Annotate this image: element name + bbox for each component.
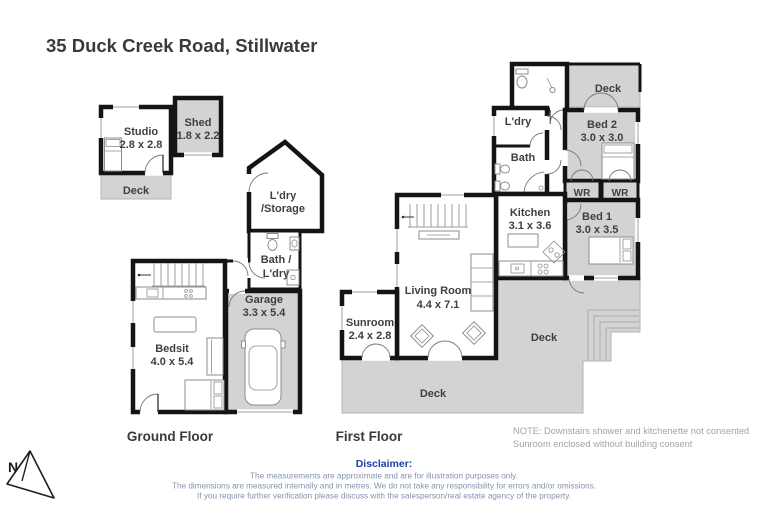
ground-deck-label: Deck — [123, 185, 150, 197]
first-floor-plan: Deck L'dry Bath Bed 2 3.0 x 3.0 WR WR Be… — [336, 61, 642, 444]
bath-ldry-label-1: Bath / — [261, 254, 292, 266]
toilet-icon — [266, 233, 279, 251]
shower-icon — [546, 77, 556, 94]
bedsit-label: Bedsit — [155, 343, 189, 355]
north-label: N — [8, 459, 18, 475]
room-ldry-bath — [491, 105, 550, 197]
sofa-icon — [206, 337, 224, 376]
bed2-dims: 3.0 x 3.0 — [581, 132, 624, 144]
page-title: 35 Duck Creek Road, Stillwater — [46, 35, 317, 56]
sunroom-label: Sunroom — [346, 317, 394, 329]
bed-icon — [588, 236, 634, 265]
kitchenette-icon — [135, 286, 207, 300]
note-line-2: Sunroom enclosed without building consen… — [513, 439, 693, 449]
ldry-storage-label-2: /Storage — [261, 203, 305, 215]
bed1-dims: 3.0 x 3.5 — [576, 224, 619, 236]
living-dims: 4.4 x 7.1 — [417, 299, 460, 311]
toilet-icon — [515, 68, 529, 89]
disclaimer-line-1: The measurements are approximate and are… — [250, 472, 518, 481]
studio-dims: 2.8 x 2.8 — [120, 139, 163, 151]
living-label: Living Room — [405, 285, 472, 297]
bed1-label: Bed 1 — [582, 211, 612, 223]
car-icon — [241, 328, 286, 406]
kitchen-dims: 3.1 x 3.6 — [509, 220, 552, 232]
ground-floor-plan: Studio 2.8 x 2.8 Shed 1.8 x 2.2 Deck L'd… — [98, 95, 325, 444]
shed-label: Shed — [185, 117, 212, 129]
wr1-label: WR — [574, 188, 591, 199]
sideboard-icon — [418, 230, 460, 240]
wr2-label: WR — [612, 188, 629, 199]
door-arc — [549, 107, 565, 125]
shed-dims: 1.8 x 2.2 — [177, 130, 220, 142]
shower-icon — [286, 269, 300, 286]
kitchen-island-icon — [507, 233, 539, 248]
disclaimer-line-2: The dimensions are measured internally a… — [172, 482, 596, 491]
shelf-icon — [470, 253, 494, 312]
sink-icon — [494, 180, 510, 192]
kitchen-counter-icon — [498, 260, 564, 277]
studio-label: Studio — [124, 126, 158, 138]
bath-ldry-label-2: L'dry — [263, 268, 290, 280]
ldry-label: L'dry — [505, 116, 532, 128]
door-arc — [529, 132, 544, 147]
corner-stove-icon — [542, 240, 566, 264]
door-arc — [144, 154, 164, 176]
armchair-icon — [409, 323, 435, 349]
disclaimer-line-3: If you require further verification plea… — [197, 492, 571, 501]
double-door-arc — [570, 169, 632, 182]
double-door-arc — [583, 92, 619, 113]
garage-label: Garage — [245, 294, 283, 306]
door-arc — [246, 261, 266, 279]
double-door-arc — [361, 343, 391, 361]
shower-icon — [523, 171, 548, 195]
first-floor-label: First Floor — [336, 429, 403, 444]
bed-icon — [601, 142, 635, 180]
door-arc — [232, 258, 249, 277]
ground-deck-area — [100, 172, 172, 200]
disclaimer-block: Disclaimer: The measurements are approxi… — [172, 458, 596, 501]
stairs — [137, 263, 205, 287]
bed-icon — [104, 137, 122, 172]
bed-icon — [184, 379, 225, 411]
sink-icon — [289, 236, 300, 251]
deck-side-label: Deck — [531, 332, 558, 344]
door-arc — [568, 275, 585, 294]
double-door-arc — [427, 340, 463, 361]
note-block: NOTE: Downstairs shower and kitchenette … — [513, 426, 749, 449]
note-line-1: NOTE: Downstairs shower and kitchenette … — [513, 426, 749, 436]
ground-floor-label: Ground Floor — [127, 429, 214, 444]
garage-dims: 3.3 x 5.4 — [243, 307, 287, 319]
door-arc — [544, 115, 562, 131]
north-arrow-icon — [6, 450, 55, 499]
sunroom-dims: 2.4 x 2.8 — [349, 330, 392, 342]
deck-front-label: Deck — [420, 388, 447, 400]
bath-label: Bath — [511, 152, 536, 164]
armchair-icon — [461, 320, 487, 346]
door-arc — [228, 288, 246, 308]
door-arc — [139, 393, 159, 415]
stairs — [401, 204, 468, 228]
room-ldry-storage — [246, 139, 325, 234]
kitchen-label: Kitchen — [510, 207, 551, 219]
table-icon — [153, 316, 197, 333]
bed2-label: Bed 2 — [587, 119, 617, 131]
ldry-storage-label-1: L'dry — [270, 190, 297, 202]
deck-steps — [587, 309, 639, 360]
disclaimer-heading: Disclaimer: — [356, 458, 413, 470]
door-arc — [562, 149, 582, 167]
room-shed — [172, 95, 224, 158]
door-arc — [544, 159, 562, 175]
toilet-icon — [494, 163, 510, 175]
deck-top-label: Deck — [595, 83, 622, 95]
bedsit-dims: 4.0 x 5.4 — [151, 356, 195, 368]
door-arc — [246, 172, 269, 193]
north-arrow: N — [6, 450, 55, 499]
